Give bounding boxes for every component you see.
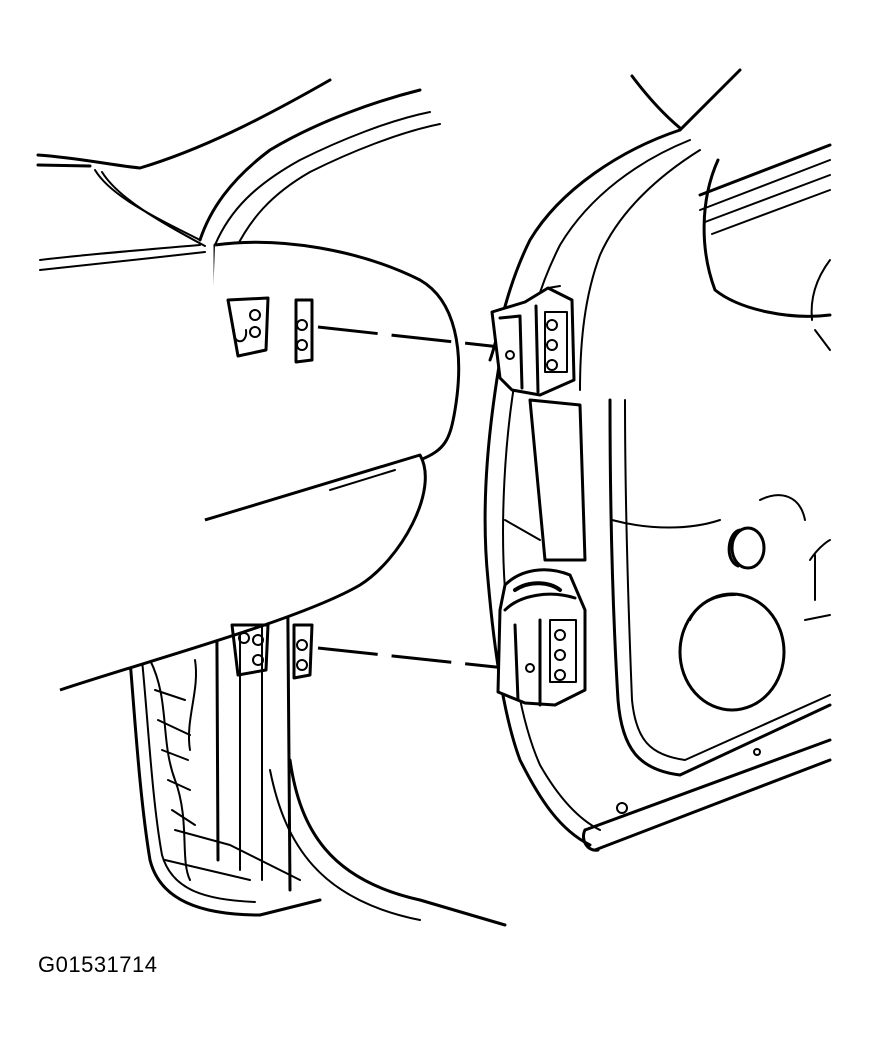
alignment-leader-lines: [317, 325, 506, 670]
speaker-grille: [678, 592, 786, 712]
upper-door-hinge: [490, 285, 576, 397]
lower-body-hinge-plate: [230, 623, 314, 680]
door-shell: [483, 68, 832, 852]
figure-id-label: G01531714: [38, 952, 158, 977]
lower-door-hinge: [496, 568, 587, 707]
door-lock-knob: [727, 526, 766, 570]
upper-body-hinge-plate: [226, 296, 314, 364]
body-pillar-frame: [36, 78, 507, 927]
